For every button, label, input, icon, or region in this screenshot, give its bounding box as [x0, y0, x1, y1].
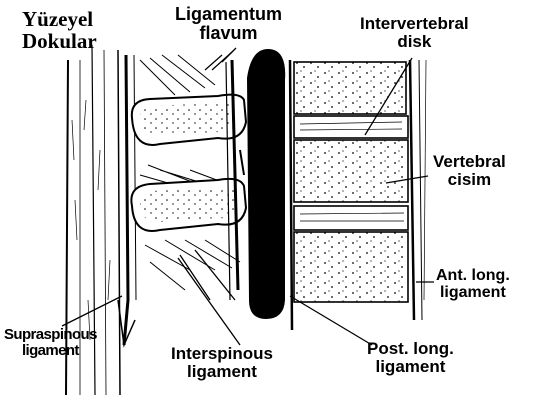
interspinous-ligament: [140, 52, 240, 300]
leader-interspinous: [178, 258, 240, 345]
leader-ligamentum-flavum: [222, 48, 236, 62]
label-interspinous-line1: Interspinous: [171, 345, 273, 363]
label-superficial-tissue-line1: Yüzeyel: [22, 8, 97, 30]
label-posterior-long-line1: Post. long.: [367, 340, 454, 358]
label-supraspinous-line1: Supraspinous: [4, 327, 97, 343]
label-posterior-longitudinal-ligament: Post. long. ligament: [367, 340, 454, 376]
spinal-canal: [248, 50, 284, 318]
label-vertebral-body-line1: Vertebral: [433, 153, 506, 171]
label-anterior-long-line2: ligament: [436, 285, 510, 302]
label-ligamentum-flavum: Ligamentum flavum: [175, 5, 282, 43]
posterior-longitudinal-ligament: [290, 60, 292, 330]
leader-posterior-long: [290, 296, 372, 345]
label-ligamentum-flavum-line1: Ligamentum: [175, 5, 282, 24]
label-superficial-tissue: Yüzeyel Dokular: [22, 8, 97, 52]
leader-supraspinous: [62, 296, 122, 326]
label-intervertebral-disk: Intervertebral disk: [360, 15, 469, 51]
label-vertebral-body: Vertebral cisim: [433, 153, 506, 189]
label-posterior-long-line2: ligament: [367, 358, 454, 376]
label-intervertebral-disk-line2: disk: [360, 33, 469, 51]
label-interspinous-line2: ligament: [171, 363, 273, 381]
label-superficial-tissue-line2: Dokular: [22, 30, 97, 52]
label-anterior-longitudinal-ligament: Ant. long. ligament: [436, 268, 510, 302]
label-ligamentum-flavum-line2: flavum: [175, 24, 282, 43]
label-vertebral-body-line2: cisim: [433, 171, 506, 189]
label-intervertebral-disk-line1: Intervertebral: [360, 15, 469, 33]
label-supraspinous-ligament: Supraspinous ligament: [4, 327, 97, 359]
label-anterior-long-line1: Ant. long.: [436, 268, 510, 285]
label-supraspinous-line2: ligament: [4, 343, 97, 359]
anterior-longitudinal-ligament: [410, 60, 426, 320]
label-interspinous-ligament: Interspinous ligament: [171, 345, 273, 381]
